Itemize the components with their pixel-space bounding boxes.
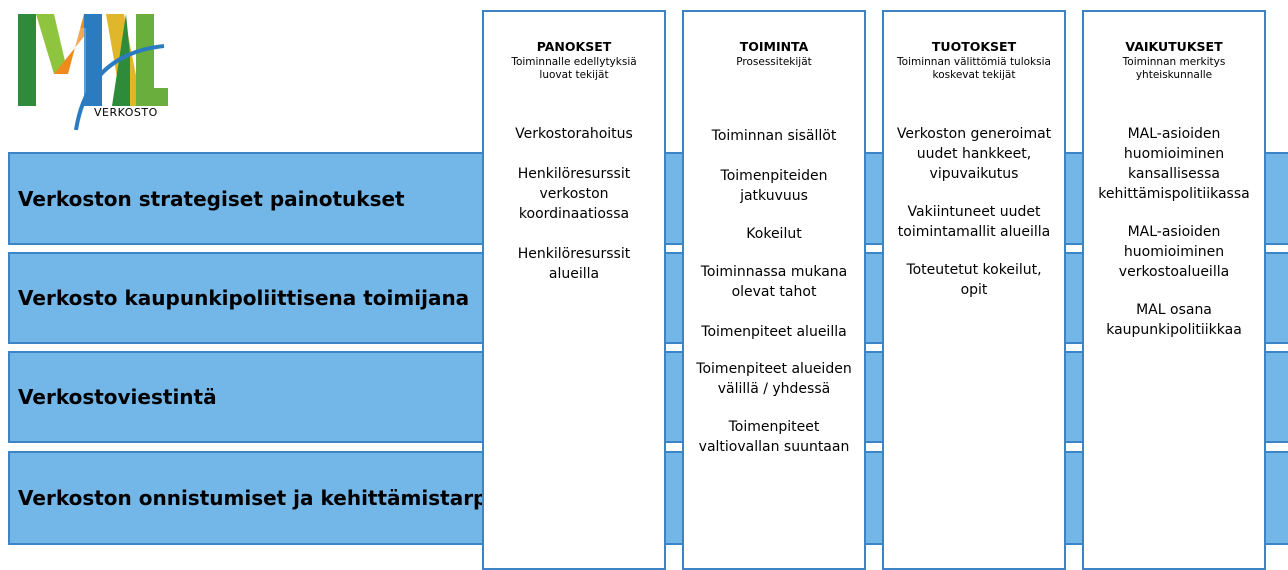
column-item: Henkilöresurssit alueilla — [517, 246, 631, 282]
column-item: Verkoston generoimat uudet hankkeet, vip… — [896, 126, 1052, 182]
row-label: Verkosto kaupunkipoliittisena toimijana — [18, 286, 470, 310]
column-item: Toiminnan sisällöt — [711, 128, 837, 144]
logo-subtext: VERKOSTO — [94, 106, 158, 119]
column-toiminta: TOIMINTA Prosessitekijät Toiminnan sisäl… — [682, 10, 866, 570]
column-title: PANOKSET — [536, 39, 612, 54]
row-label: Verkoston onnistumiset ja kehittämistarp… — [18, 486, 525, 510]
column-subtitle: Toiminnalle edellytyksiä luovat tekijät — [511, 56, 637, 81]
mal-verkosto-logo: VERKOSTO — [18, 14, 168, 131]
column-item: MAL osana kaupunkipolitiikkaa — [1106, 302, 1242, 338]
column-panokset: PANOKSET Toiminnalle edellytyksiä luovat… — [482, 10, 666, 570]
column-item: Henkilöresurssit verkoston koordinaatios… — [517, 166, 631, 222]
row-label: Verkoston strategiset painotukset — [18, 186, 405, 211]
column-item: Toimenpiteet alueilla — [701, 324, 847, 340]
column-title: TOIMINTA — [739, 39, 809, 54]
column-item: Toimenpiteet alueiden välillä / yhdessä — [696, 361, 852, 397]
row-label: Verkostoviestintä — [18, 385, 217, 409]
column-item: Vakiintuneet uudet toimintamallit alueil… — [897, 204, 1051, 240]
column-item: MAL-asioiden huomioiminen verkostoalueil… — [1118, 224, 1230, 280]
column-tuotokset: TUOTOKSET Toiminnan välittömiä tuloksia … — [882, 10, 1066, 570]
column-subtitle: Prosessitekijät — [736, 56, 812, 68]
column-item: Verkostorahoitus — [515, 126, 633, 142]
column-title: TUOTOKSET — [931, 39, 1017, 54]
column-title: VAIKUTUKSET — [1125, 39, 1223, 54]
column-subtitle: Toiminnan välittömiä tuloksia koskevat t… — [897, 56, 1051, 81]
mal-logo-graphic — [18, 14, 168, 131]
column-item: Toimenpiteiden jatkuvuus — [720, 168, 828, 204]
column-item: MAL-asioiden huomioiminen kansallisessa … — [1098, 126, 1250, 202]
column-vaikutukset: VAIKUTUKSET Toiminnan merkitys yhteiskun… — [1082, 10, 1266, 570]
column-subtitle: Toiminnan merkitys yhteiskunnalle — [1122, 56, 1226, 81]
column-item: Kokeilut — [746, 226, 802, 242]
column-item: Toiminnassa mukana olevat tahot — [700, 264, 848, 300]
column-item: Toimenpiteet valtiovallan suuntaan — [698, 419, 850, 455]
column-item: Toteutetut kokeilut, opit — [906, 262, 1042, 298]
